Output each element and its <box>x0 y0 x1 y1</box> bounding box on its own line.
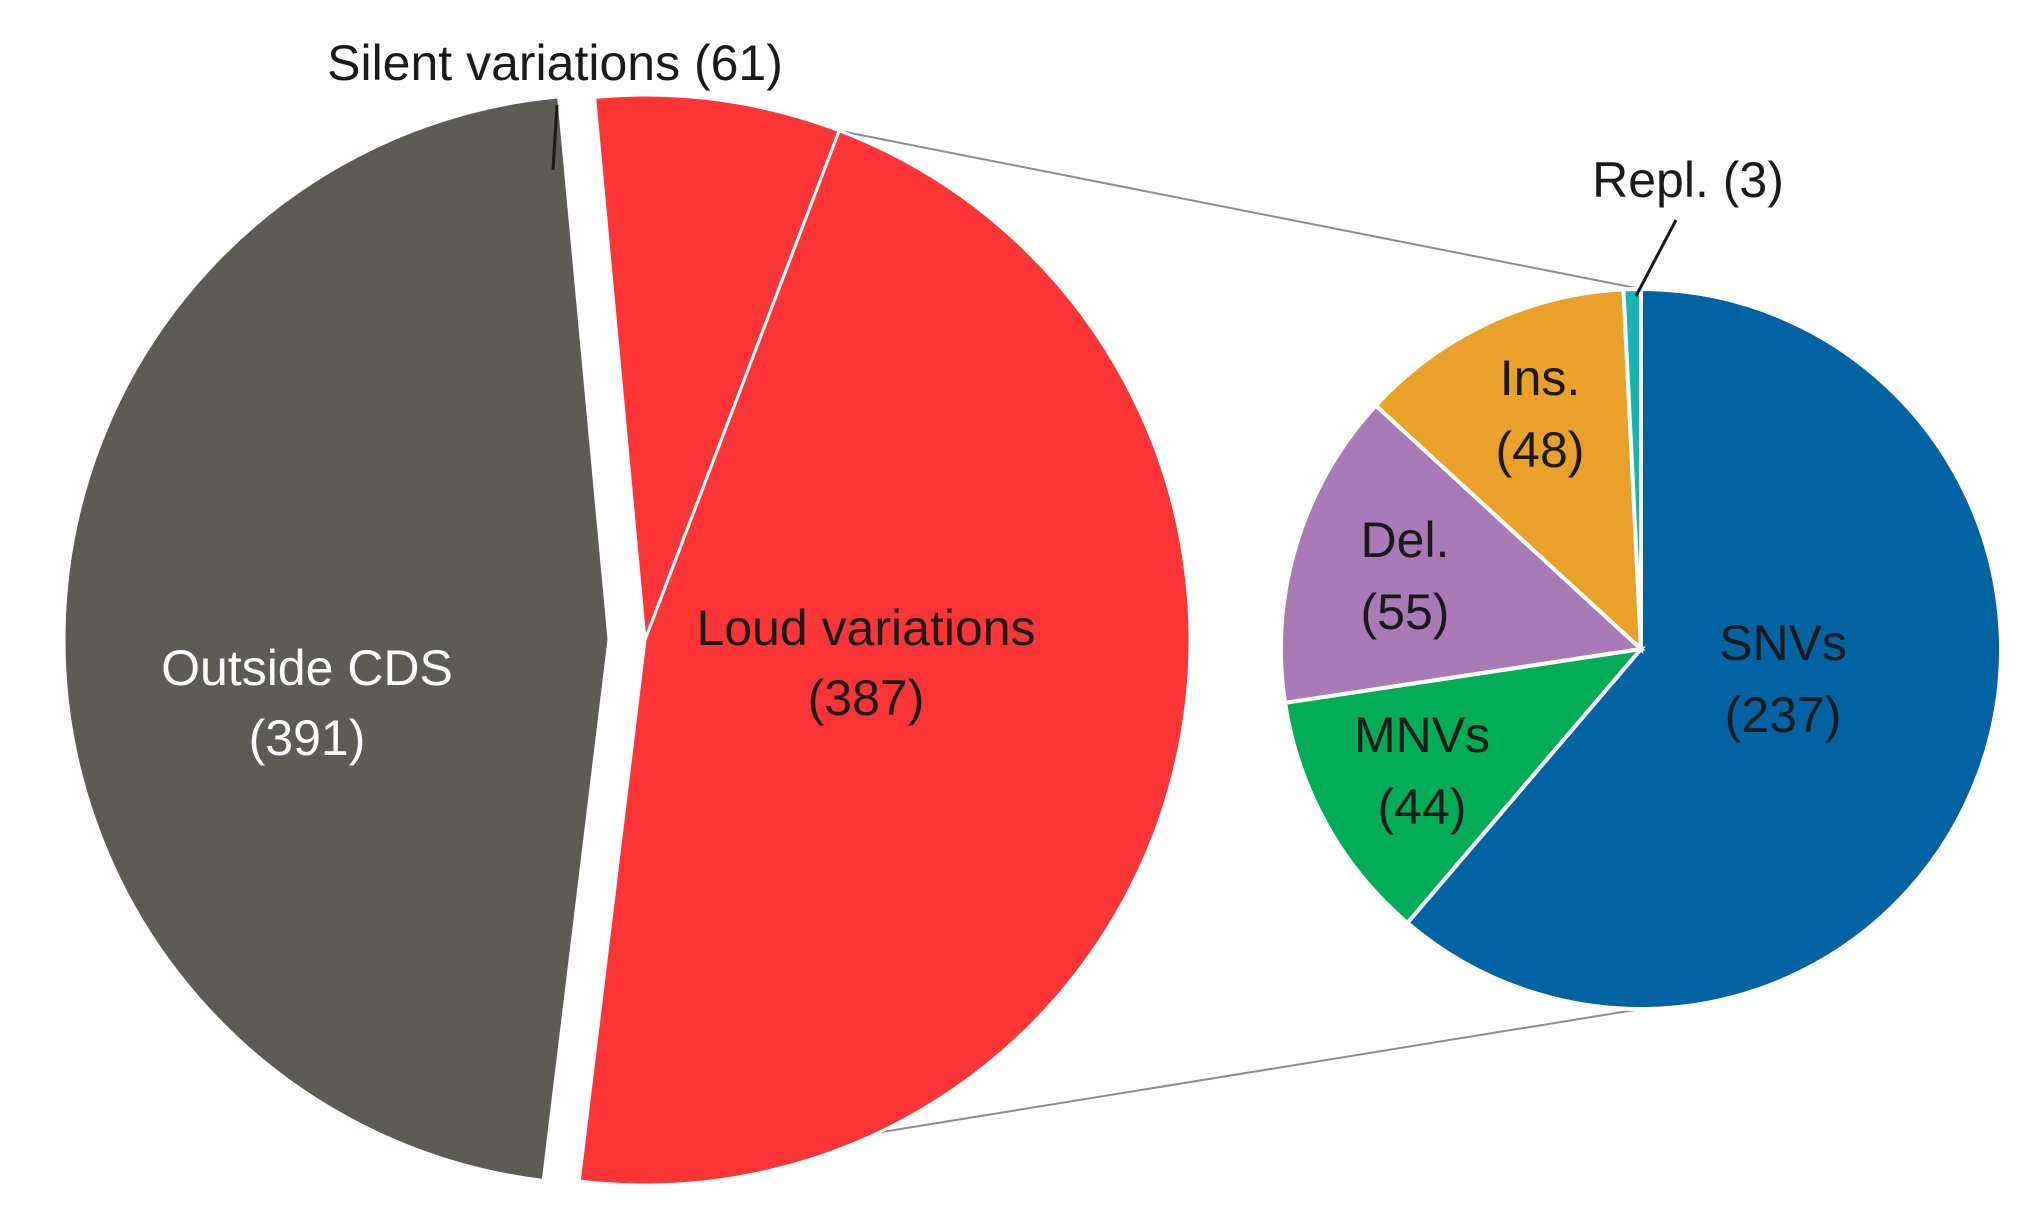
label-ins-value: (48) <box>1496 422 1585 478</box>
label-outside-cds-name: Outside CDS <box>161 640 453 696</box>
label-del: Del. (55) <box>1361 512 1450 640</box>
label-ins-name: Ins. <box>1500 350 1581 406</box>
slice-labels: Outside CDS (391) Loud variations (387) Sile… <box>161 35 1847 835</box>
slice-snvs <box>1404 286 2004 1011</box>
label-silent-variations-text: Silent variations (61) <box>327 35 783 91</box>
label-repl-text: Repl. (3) <box>1592 152 1784 208</box>
label-ins: Ins. (48) <box>1496 350 1585 478</box>
slice-del <box>1279 402 1646 706</box>
label-snvs-value: (237) <box>1725 687 1842 743</box>
label-silent-variations: Silent variations (61) <box>327 35 783 171</box>
slice-loud-variations <box>577 128 1192 1187</box>
label-del-value: (55) <box>1361 584 1450 640</box>
slice-outside-cds <box>62 95 611 1183</box>
label-mnvs-value: (44) <box>1378 779 1467 835</box>
label-loud-variations: Loud variations (387) <box>696 600 1035 726</box>
detail-pie <box>1279 286 2004 1011</box>
slice-silent-variations <box>593 93 842 641</box>
label-del-name: Del. <box>1361 512 1450 568</box>
leader-line-silent-variations <box>551 104 559 171</box>
label-repl: Repl. (3) <box>1592 152 1784 297</box>
leader-line-repl <box>1634 219 1678 297</box>
main-pie <box>62 93 1192 1187</box>
label-mnvs: MNVs (44) <box>1354 707 1490 835</box>
slice-mnvs <box>1282 646 1646 926</box>
label-snvs: SNVs (237) <box>1719 615 1847 743</box>
label-outside-cds: Outside CDS (391) <box>161 640 453 766</box>
label-mnvs-name: MNVs <box>1354 707 1490 763</box>
label-loud-variations-name: Loud variations <box>696 600 1035 656</box>
connector-line-top <box>838 129 1642 290</box>
label-outside-cds-value: (391) <box>249 710 366 766</box>
label-loud-variations-value: (387) <box>808 670 925 726</box>
label-snvs-name: SNVs <box>1719 615 1847 671</box>
slice-ins <box>1373 287 1644 654</box>
